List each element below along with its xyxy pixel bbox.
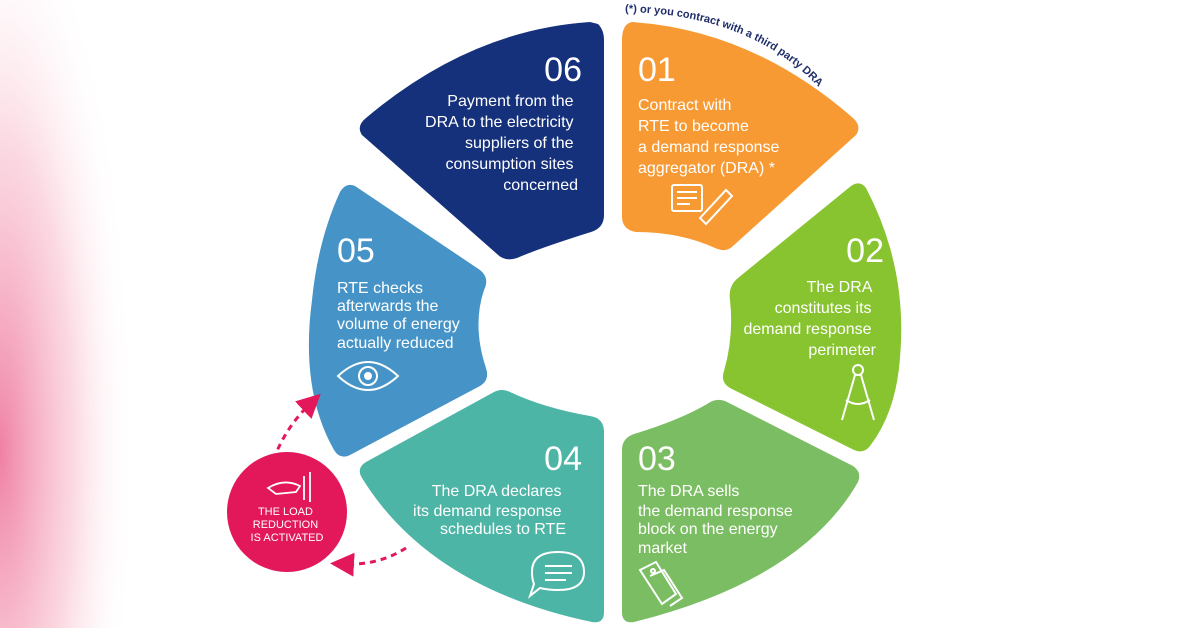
price-tag-icon (638, 560, 684, 607)
document-pen-icon (671, 184, 734, 226)
step-02-shape (722, 183, 902, 452)
step-06-shape (359, 22, 604, 260)
step-03: 03 The DRA sells the demand response blo… (622, 399, 860, 623)
step-01: 01 Contract with RTE to become a demand … (622, 22, 859, 251)
hand-switch-icon (266, 472, 311, 502)
arrow-from-step-04 (330, 546, 407, 577)
step-05-text: RTE checks afterwards the volume of ener… (337, 280, 464, 352)
activation-circle (227, 452, 347, 572)
step-05: 05 RTE checks afterwards the volume of e… (308, 184, 488, 457)
step-04-shape (359, 390, 604, 623)
activation-text: THE LOAD REDUCTION IS ACTIVATED (251, 506, 324, 544)
step-01-shape (622, 22, 859, 251)
step-02-number: 02 (846, 232, 884, 270)
step-03-shape (622, 399, 860, 623)
speech-bubble-icon (527, 550, 586, 599)
step-04-text: The DRA declares its demand response sch… (413, 483, 566, 538)
step-01-text: Contract with RTE to become a demand res… (638, 97, 784, 177)
step-06-number: 06 (544, 51, 582, 89)
compass-icon (841, 364, 875, 421)
left-pink-glow (0, 0, 150, 628)
step-01-number: 01 (638, 51, 676, 89)
step-05-shape (308, 184, 488, 457)
step-02: 02 The DRA constitutes its demand respon… (722, 183, 902, 452)
step-06-text: Payment from the DRA to the electricity … (425, 93, 578, 194)
step-03-text: The DRA sells the demand response block … (638, 483, 797, 557)
step-05-number: 05 (337, 232, 375, 270)
step-04-number: 04 (544, 440, 582, 478)
step-06: 06 Payment from the DRA to the electrici… (359, 22, 604, 260)
step-04: 04 The DRA declares its demand response … (359, 390, 604, 623)
step-03-number: 03 (638, 440, 676, 478)
load-reduction-bubble: THE LOAD REDUCTION IS ACTIVATED (227, 452, 347, 572)
step-02-text: The DRA constitutes its demand response … (743, 279, 876, 359)
eye-icon (336, 361, 400, 391)
